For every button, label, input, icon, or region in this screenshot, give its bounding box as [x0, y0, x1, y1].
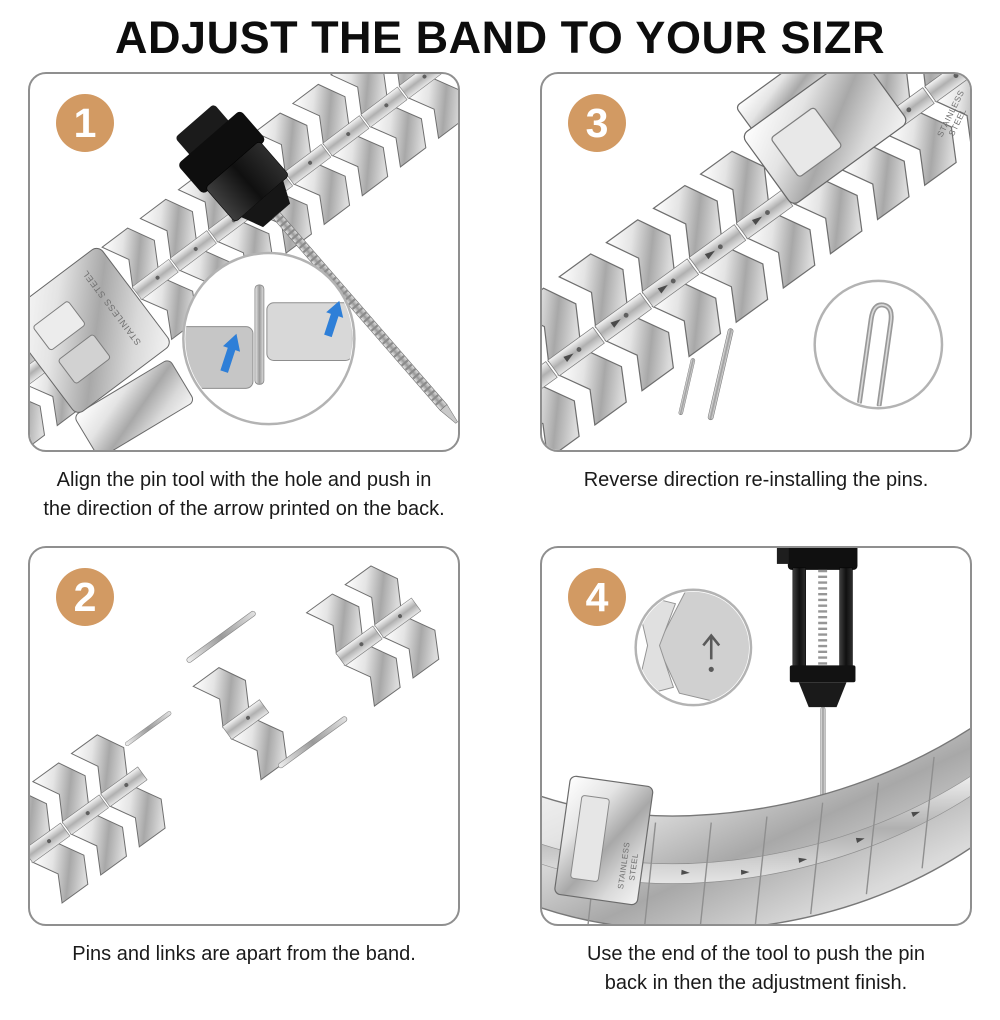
link-cluster: [306, 557, 451, 707]
step-2-caption: Pins and links are apart from the band.: [72, 943, 416, 966]
step-3-caption: Reverse direction re-installing the pins…: [583, 469, 929, 492]
step-1-number: 1: [73, 99, 97, 146]
pin-pusher-tool: [776, 548, 858, 802]
band-segment: [30, 726, 177, 904]
watch-band: [542, 74, 970, 451]
step-2-number: 2: [73, 573, 97, 620]
arrow-up-icon: [220, 334, 241, 374]
step-4-illustration: STAINLESS STEEL: [542, 548, 970, 925]
split-pin: [856, 302, 894, 407]
step-2-illustration: [30, 557, 451, 904]
step-2-panel: 2: [28, 546, 460, 927]
arrow-up-icon: [324, 301, 344, 338]
magnifier-detail: [182, 252, 356, 426]
step-3-number-badge: 3: [568, 94, 626, 153]
clasp: [736, 74, 907, 205]
step-1-caption: Align the pin tool with the hole and pus…: [43, 469, 445, 521]
clasp: STAINLESS STEEL: [30, 248, 194, 451]
loose-pin: [707, 328, 734, 421]
loose-pin: [678, 358, 696, 416]
magnifier-detail: [813, 279, 944, 410]
step-2-number-badge: 2: [56, 568, 114, 627]
step-3-panel: 3: [540, 72, 972, 453]
page-title: ADJUST THE BAND TO YOUR SIZR: [115, 12, 885, 63]
step-1-illustration: STAINLESS STEEL: [30, 74, 458, 451]
loose-pin: [186, 611, 256, 664]
watch-band: STAINLESS STEEL: [30, 74, 458, 451]
loose-pin: [278, 716, 348, 769]
pin-removal-tool: [176, 105, 458, 424]
magnifier-circle: [813, 279, 944, 410]
magnifier-detail: [634, 588, 753, 707]
step-4-number-badge: 4: [568, 568, 626, 627]
step-3-section: 3: [540, 72, 972, 546]
engraved-arrow-icon: [702, 633, 721, 660]
step-3-number: 3: [585, 99, 609, 146]
tool-pin-tip: [820, 707, 826, 802]
step-4-caption: Use the end of the tool to push the pin …: [586, 943, 926, 995]
watch-band: STAINLESS STEEL: [542, 728, 970, 925]
loose-pin: [125, 711, 172, 747]
step-4-panel: 4: [540, 546, 972, 927]
pin: [254, 284, 265, 385]
step-4-number: 4: [585, 573, 609, 620]
steps-grid: 1 STAINLESS STEEL: [0, 68, 1000, 1020]
instruction-sheet: ADJUST THE BAND TO YOUR SIZR 1: [0, 10, 1000, 1020]
step-2-section: 2: [28, 546, 460, 1020]
step-1-panel: 1 STAINLESS STEEL: [28, 72, 460, 453]
step-1-number-badge: 1: [56, 94, 114, 153]
step-4-section: 4: [540, 546, 972, 1020]
step-3-illustration: STAINLESS STEEL: [542, 74, 970, 451]
clasp: STAINLESS STEEL: [554, 775, 654, 906]
step-1-section: 1 STAINLESS STEEL: [28, 72, 460, 546]
